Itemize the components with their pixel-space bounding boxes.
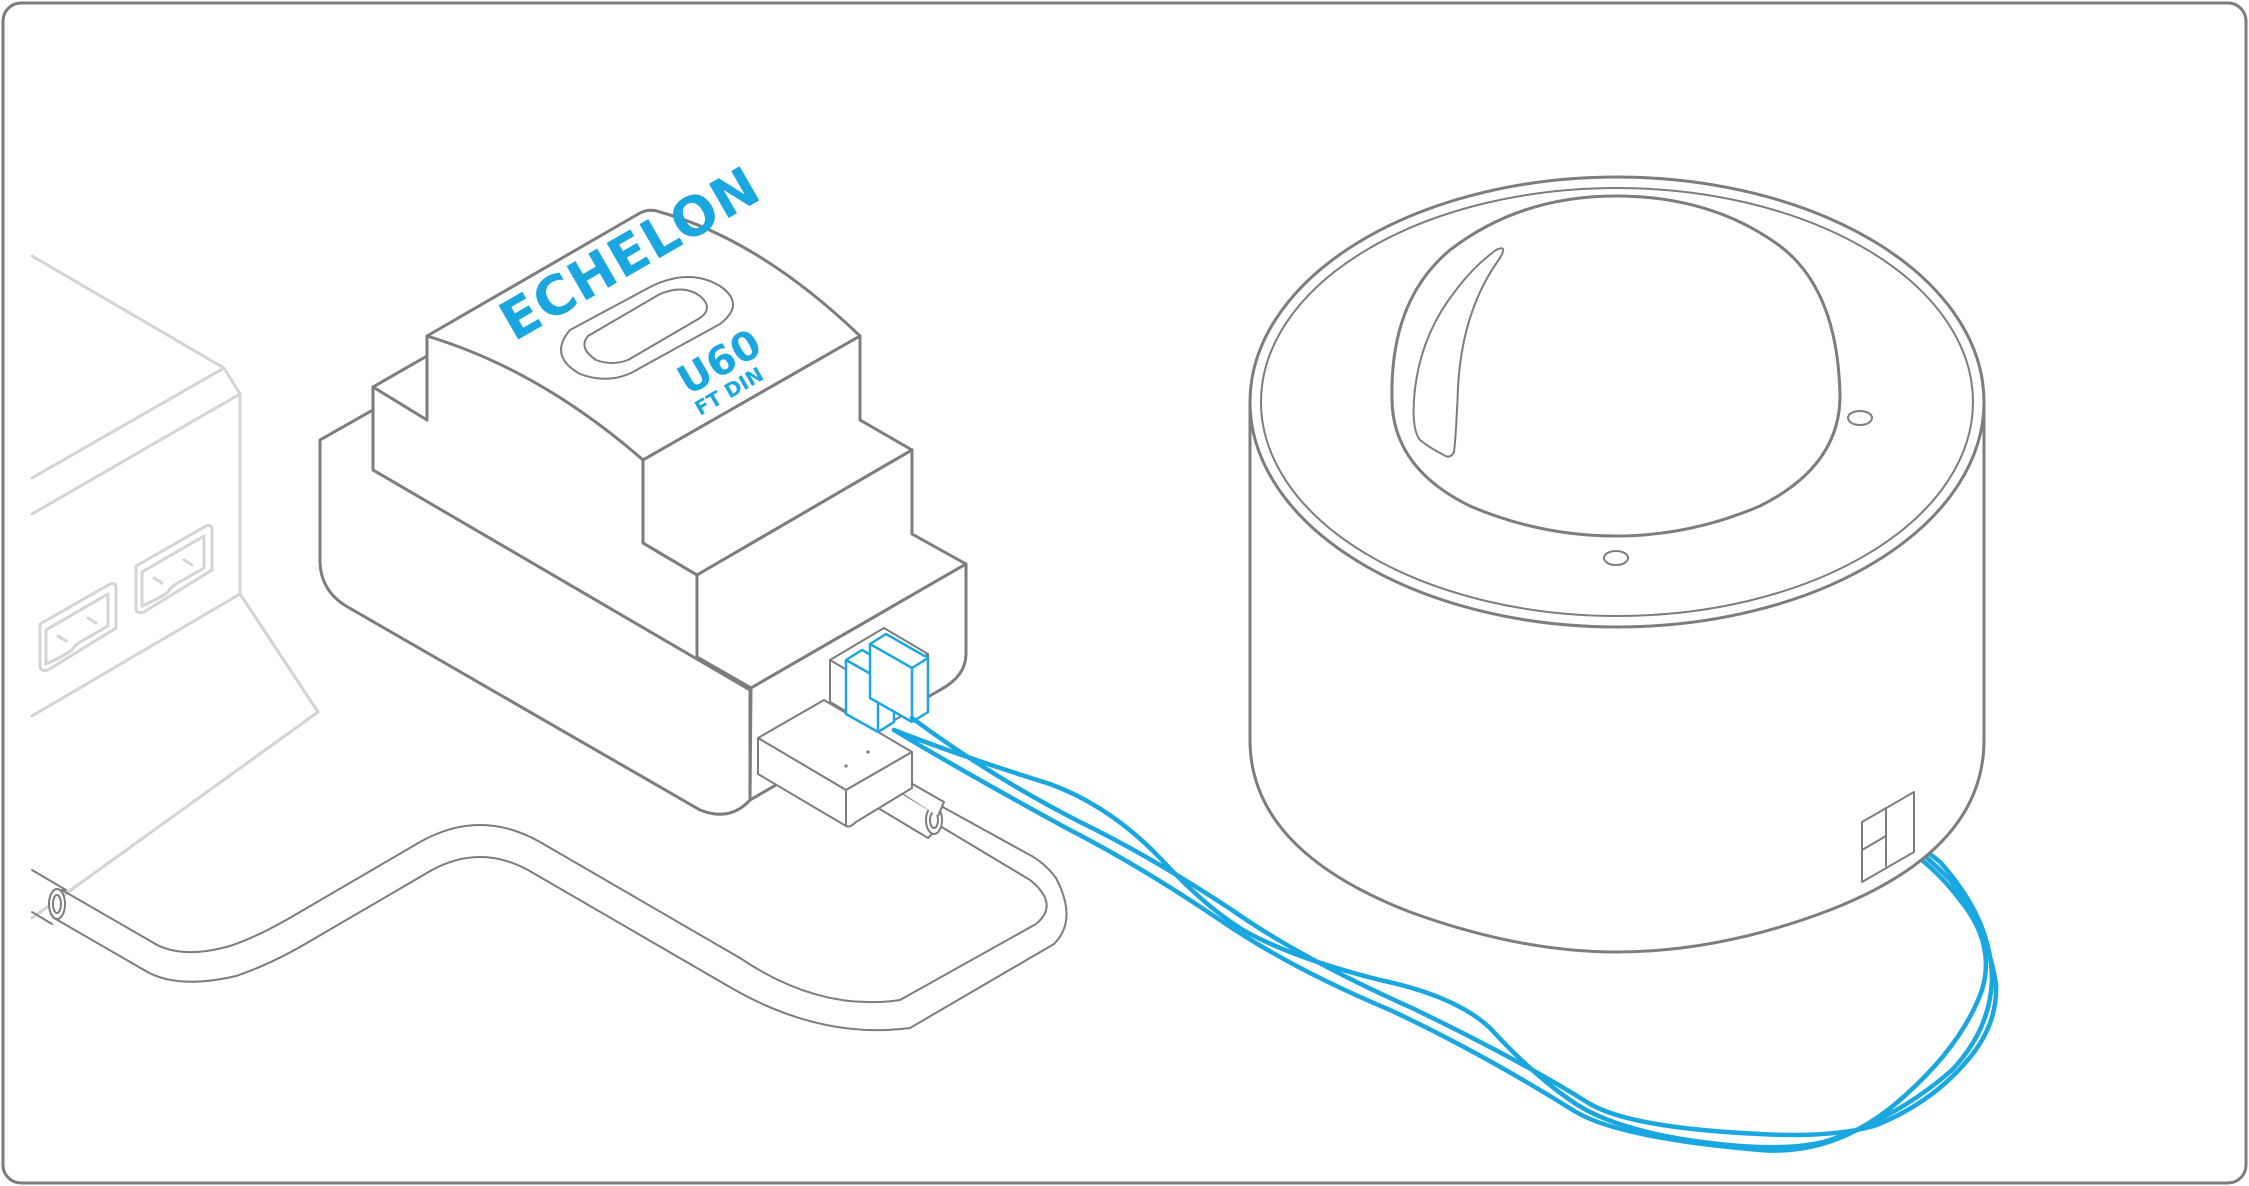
round-dome-device-icon: [1250, 177, 1984, 952]
